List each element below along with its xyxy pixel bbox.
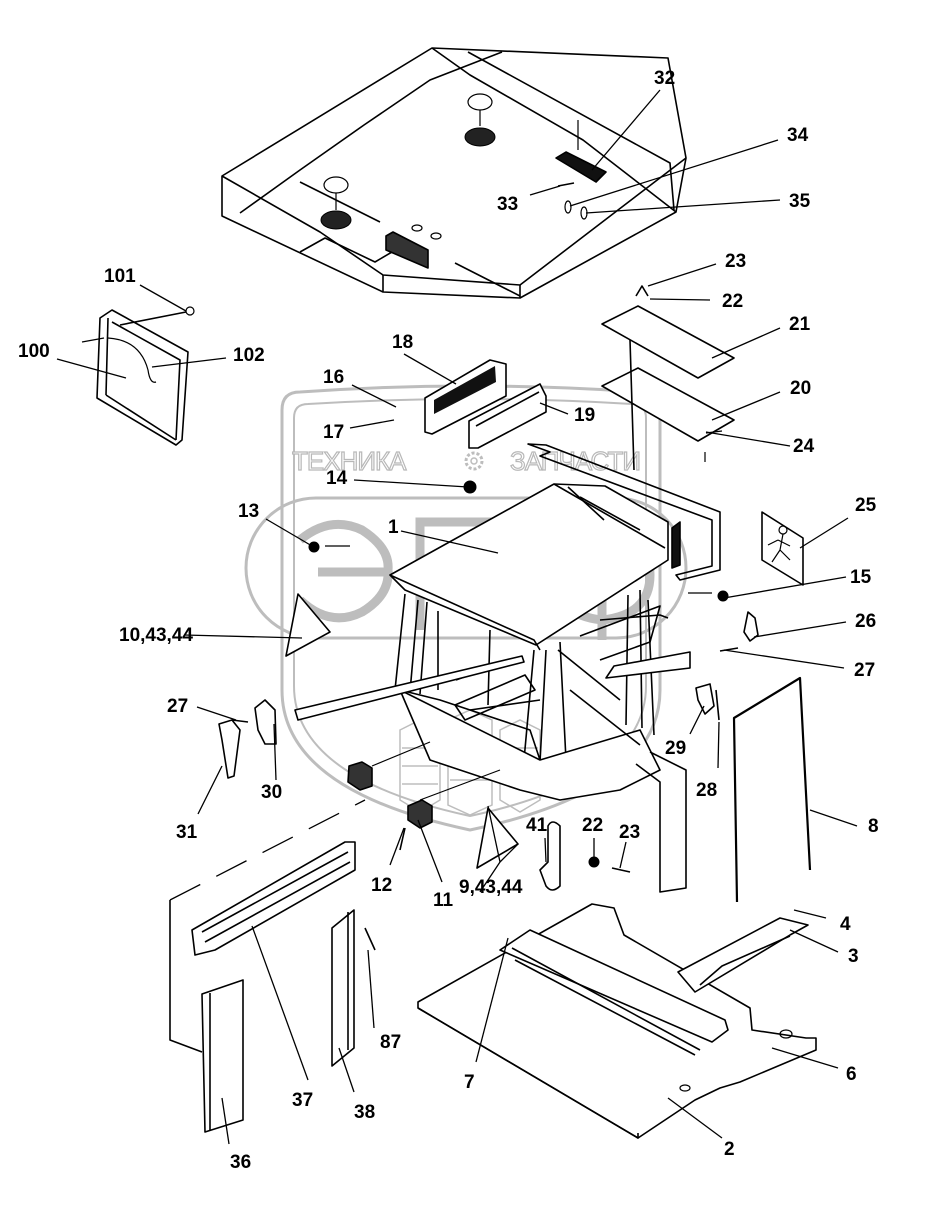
callout-100: 100 xyxy=(18,341,50,362)
callout-41: 41 xyxy=(526,815,548,836)
callout-22-upper: 22 xyxy=(722,291,743,312)
callout-35: 35 xyxy=(789,191,811,212)
callout-27-right: 27 xyxy=(854,660,875,681)
callout-29: 29 xyxy=(665,738,686,759)
callout-12: 12 xyxy=(371,875,392,896)
callout-13: 13 xyxy=(238,501,259,522)
watermark-right-text: ЗАПЧАСТИ xyxy=(510,446,640,476)
callout-27-left: 27 xyxy=(167,696,188,717)
callout-34: 34 xyxy=(787,125,809,146)
watermark-gear-icon xyxy=(464,451,484,471)
watermark-letter-e xyxy=(296,519,393,623)
callout-10-43-44: 10,43,44 xyxy=(119,625,193,646)
callout-11: 11 xyxy=(433,890,454,911)
callout-36: 36 xyxy=(230,1152,251,1173)
callout-20: 20 xyxy=(790,378,811,399)
air-filter xyxy=(424,359,547,449)
callout-6: 6 xyxy=(846,1064,857,1085)
callout-30: 30 xyxy=(261,782,282,803)
callout-33: 33 xyxy=(497,194,518,215)
watermark-shield-inner xyxy=(293,398,647,818)
callout-18: 18 xyxy=(392,332,413,353)
callout-15: 15 xyxy=(850,567,872,588)
leader-lines xyxy=(56,89,858,1145)
callout-1: 1 xyxy=(388,517,399,538)
callout-19: 19 xyxy=(574,405,595,426)
emergency-exit-decal xyxy=(761,511,804,586)
roof-panel xyxy=(221,47,687,299)
dome-light xyxy=(555,151,607,183)
callout-22-lower: 22 xyxy=(582,815,603,836)
callout-24: 24 xyxy=(793,436,815,457)
callout-7: 7 xyxy=(464,1072,475,1093)
callout-21: 21 xyxy=(789,314,811,335)
small-parts xyxy=(218,480,812,903)
watermark-band xyxy=(244,496,688,640)
running-person-icon xyxy=(767,525,791,563)
plug-15 xyxy=(717,590,729,602)
cab-frame xyxy=(294,483,691,801)
door-seal-outlines xyxy=(169,443,721,1053)
callout-87: 87 xyxy=(380,1032,401,1053)
callout-31: 31 xyxy=(176,822,198,843)
callout-4: 4 xyxy=(840,914,851,935)
callout-32: 32 xyxy=(654,68,675,89)
side-mirror xyxy=(81,306,195,446)
callout-37: 37 xyxy=(292,1090,313,1111)
callout-101: 101 xyxy=(104,266,136,287)
callout-23-upper: 23 xyxy=(725,251,746,272)
door-seal-8 xyxy=(732,676,812,903)
plug-13 xyxy=(308,541,320,553)
callout-23-lower: 23 xyxy=(619,822,640,843)
trim-parts xyxy=(191,841,376,1133)
callout-25: 25 xyxy=(855,495,877,516)
callout-2: 2 xyxy=(724,1139,735,1160)
callout-102: 102 xyxy=(233,345,265,366)
callout-26: 26 xyxy=(855,611,876,632)
callout-3: 3 xyxy=(848,946,859,967)
access-panels xyxy=(601,285,735,471)
callout-8: 8 xyxy=(868,816,879,837)
callout-9-43-44: 9,43,44 xyxy=(459,877,523,898)
callout-14: 14 xyxy=(326,468,348,489)
floor-assembly xyxy=(417,903,817,1139)
watermark-left-text: ТЕХНИКА xyxy=(292,446,407,476)
callout-28: 28 xyxy=(696,780,717,801)
callout-38: 38 xyxy=(354,1102,375,1123)
callout-17: 17 xyxy=(323,422,344,443)
callout-16: 16 xyxy=(323,367,344,388)
callout-labels: 32 34 33 35 23 22 21 20 24 101 100 102 1… xyxy=(18,68,879,1173)
